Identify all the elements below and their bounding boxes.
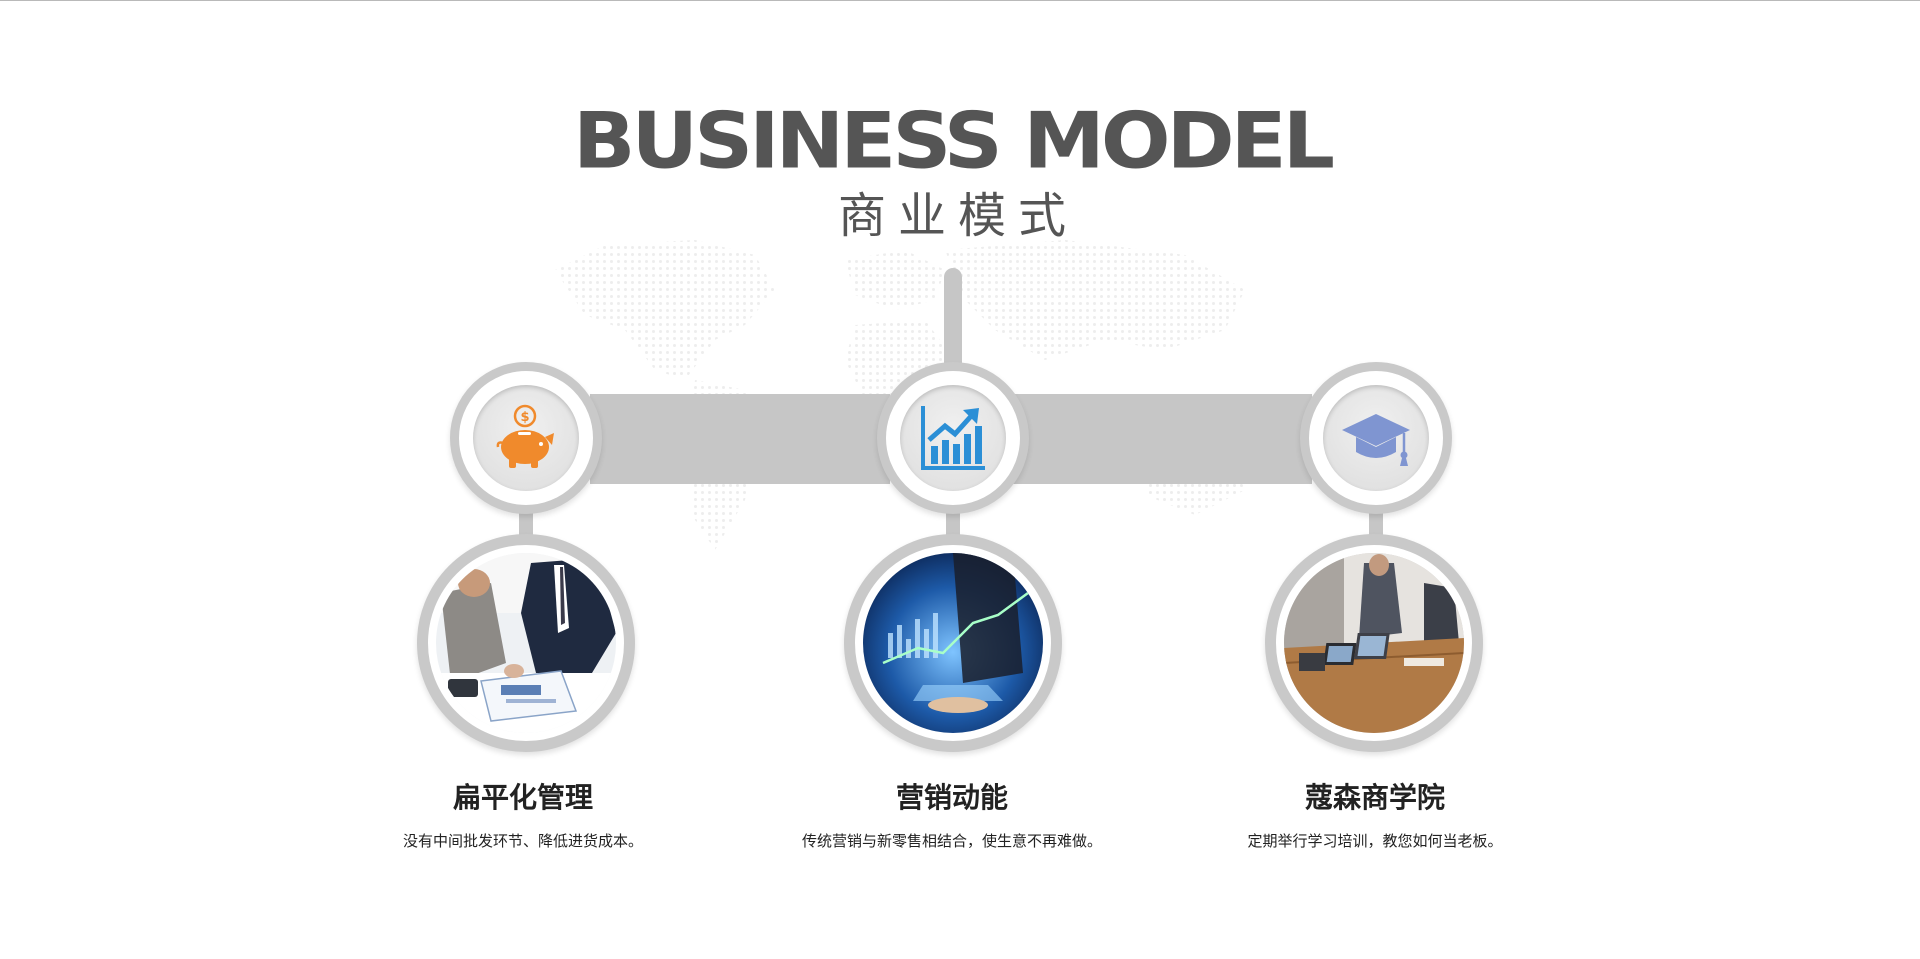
digital-marketing-photo <box>863 553 1043 733</box>
feature-1-icon-ring: $ <box>450 362 602 514</box>
feature-1-photo-ring <box>417 534 635 752</box>
business-meeting-photo <box>436 553 616 733</box>
page-title: BUSINESS MODEL <box>573 96 1335 187</box>
feature-3-icon-ring <box>1300 362 1452 514</box>
feature-3-photo-ring <box>1265 534 1483 752</box>
connector-bar-right <box>1012 394 1312 484</box>
feature-2-title: 营销动能 <box>895 781 1008 814</box>
feature-1-description: 没有中间批发环节、降低进货成本。 <box>402 832 643 850</box>
feature-1-title: 扁平化管理 <box>452 781 593 814</box>
feature-2-photo-ring <box>844 534 1062 752</box>
feature-3-title: 蔻森商学院 <box>1304 781 1445 814</box>
svg-text:$: $ <box>520 410 529 425</box>
feature-2-icon-ring <box>877 362 1029 514</box>
piggy-bank-icon: $ <box>496 404 554 468</box>
center-stem <box>944 268 962 378</box>
growth-chart-icon <box>921 406 985 470</box>
page-subtitle: 商业模式 <box>837 188 1078 244</box>
top-divider <box>0 0 1920 1</box>
connector-bar-left <box>590 394 890 484</box>
feature-3-description: 定期举行学习培训，教您如何当老板。 <box>1247 832 1503 850</box>
graduation-cap-icon <box>1342 414 1410 466</box>
training-session-photo <box>1284 553 1464 733</box>
feature-2-description: 传统营销与新零售相结合，使生意不再难做。 <box>801 832 1102 850</box>
